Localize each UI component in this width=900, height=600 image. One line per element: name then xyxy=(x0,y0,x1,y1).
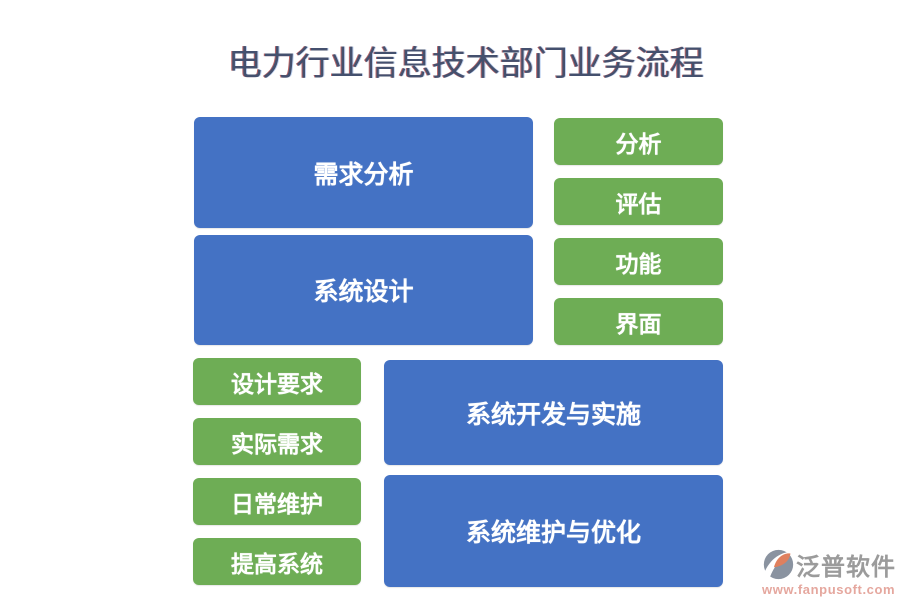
flow-block-system-maintenance-optimization: 系统维护与优化 xyxy=(384,475,723,587)
sub-block-label: 评估 xyxy=(615,191,662,217)
sub-block-evaluation: 评估 xyxy=(554,178,723,225)
watermark: 泛普软件 www.fanpusoft.com xyxy=(762,547,900,597)
sub-block-label: 日常维护 xyxy=(231,491,323,517)
flow-block-label: 系统开发与实施 xyxy=(465,401,641,429)
sub-block-label: 功能 xyxy=(615,251,662,277)
sub-block-interface: 界面 xyxy=(554,298,723,345)
sub-block-daily-maintenance: 日常维护 xyxy=(193,478,361,525)
sub-block-label: 界面 xyxy=(615,311,662,337)
flow-block-requirements-analysis: 需求分析 xyxy=(194,117,533,228)
sub-block-label: 实际需求 xyxy=(231,431,323,457)
flow-block-label: 需求分析 xyxy=(313,161,414,189)
sub-block-improve-system: 提高系统 xyxy=(193,538,361,585)
flow-block-system-design: 系统设计 xyxy=(194,235,533,345)
flow-block-label: 系统维护与优化 xyxy=(465,520,641,547)
flow-block-system-development-implementation: 系统开发与实施 xyxy=(384,360,723,465)
watermark-brand: 泛普软件 xyxy=(796,554,896,581)
sub-block-actual-needs: 实际需求 xyxy=(193,418,361,465)
fanpu-logo-icon xyxy=(762,549,795,580)
sub-block-design-requirements: 设计要求 xyxy=(193,358,361,405)
sub-block-analysis: 分析 xyxy=(554,118,723,165)
sub-block-function: 功能 xyxy=(554,238,723,285)
flow-block-label: 系统设计 xyxy=(313,279,414,306)
sub-block-label: 分析 xyxy=(615,131,662,157)
watermark-url: www.fanpusoft.com xyxy=(762,582,896,597)
sub-block-label: 提高系统 xyxy=(231,551,323,577)
sub-block-label: 设计要求 xyxy=(231,371,323,397)
page-title: 电力行业信息技术部门业务流程 xyxy=(228,46,704,83)
